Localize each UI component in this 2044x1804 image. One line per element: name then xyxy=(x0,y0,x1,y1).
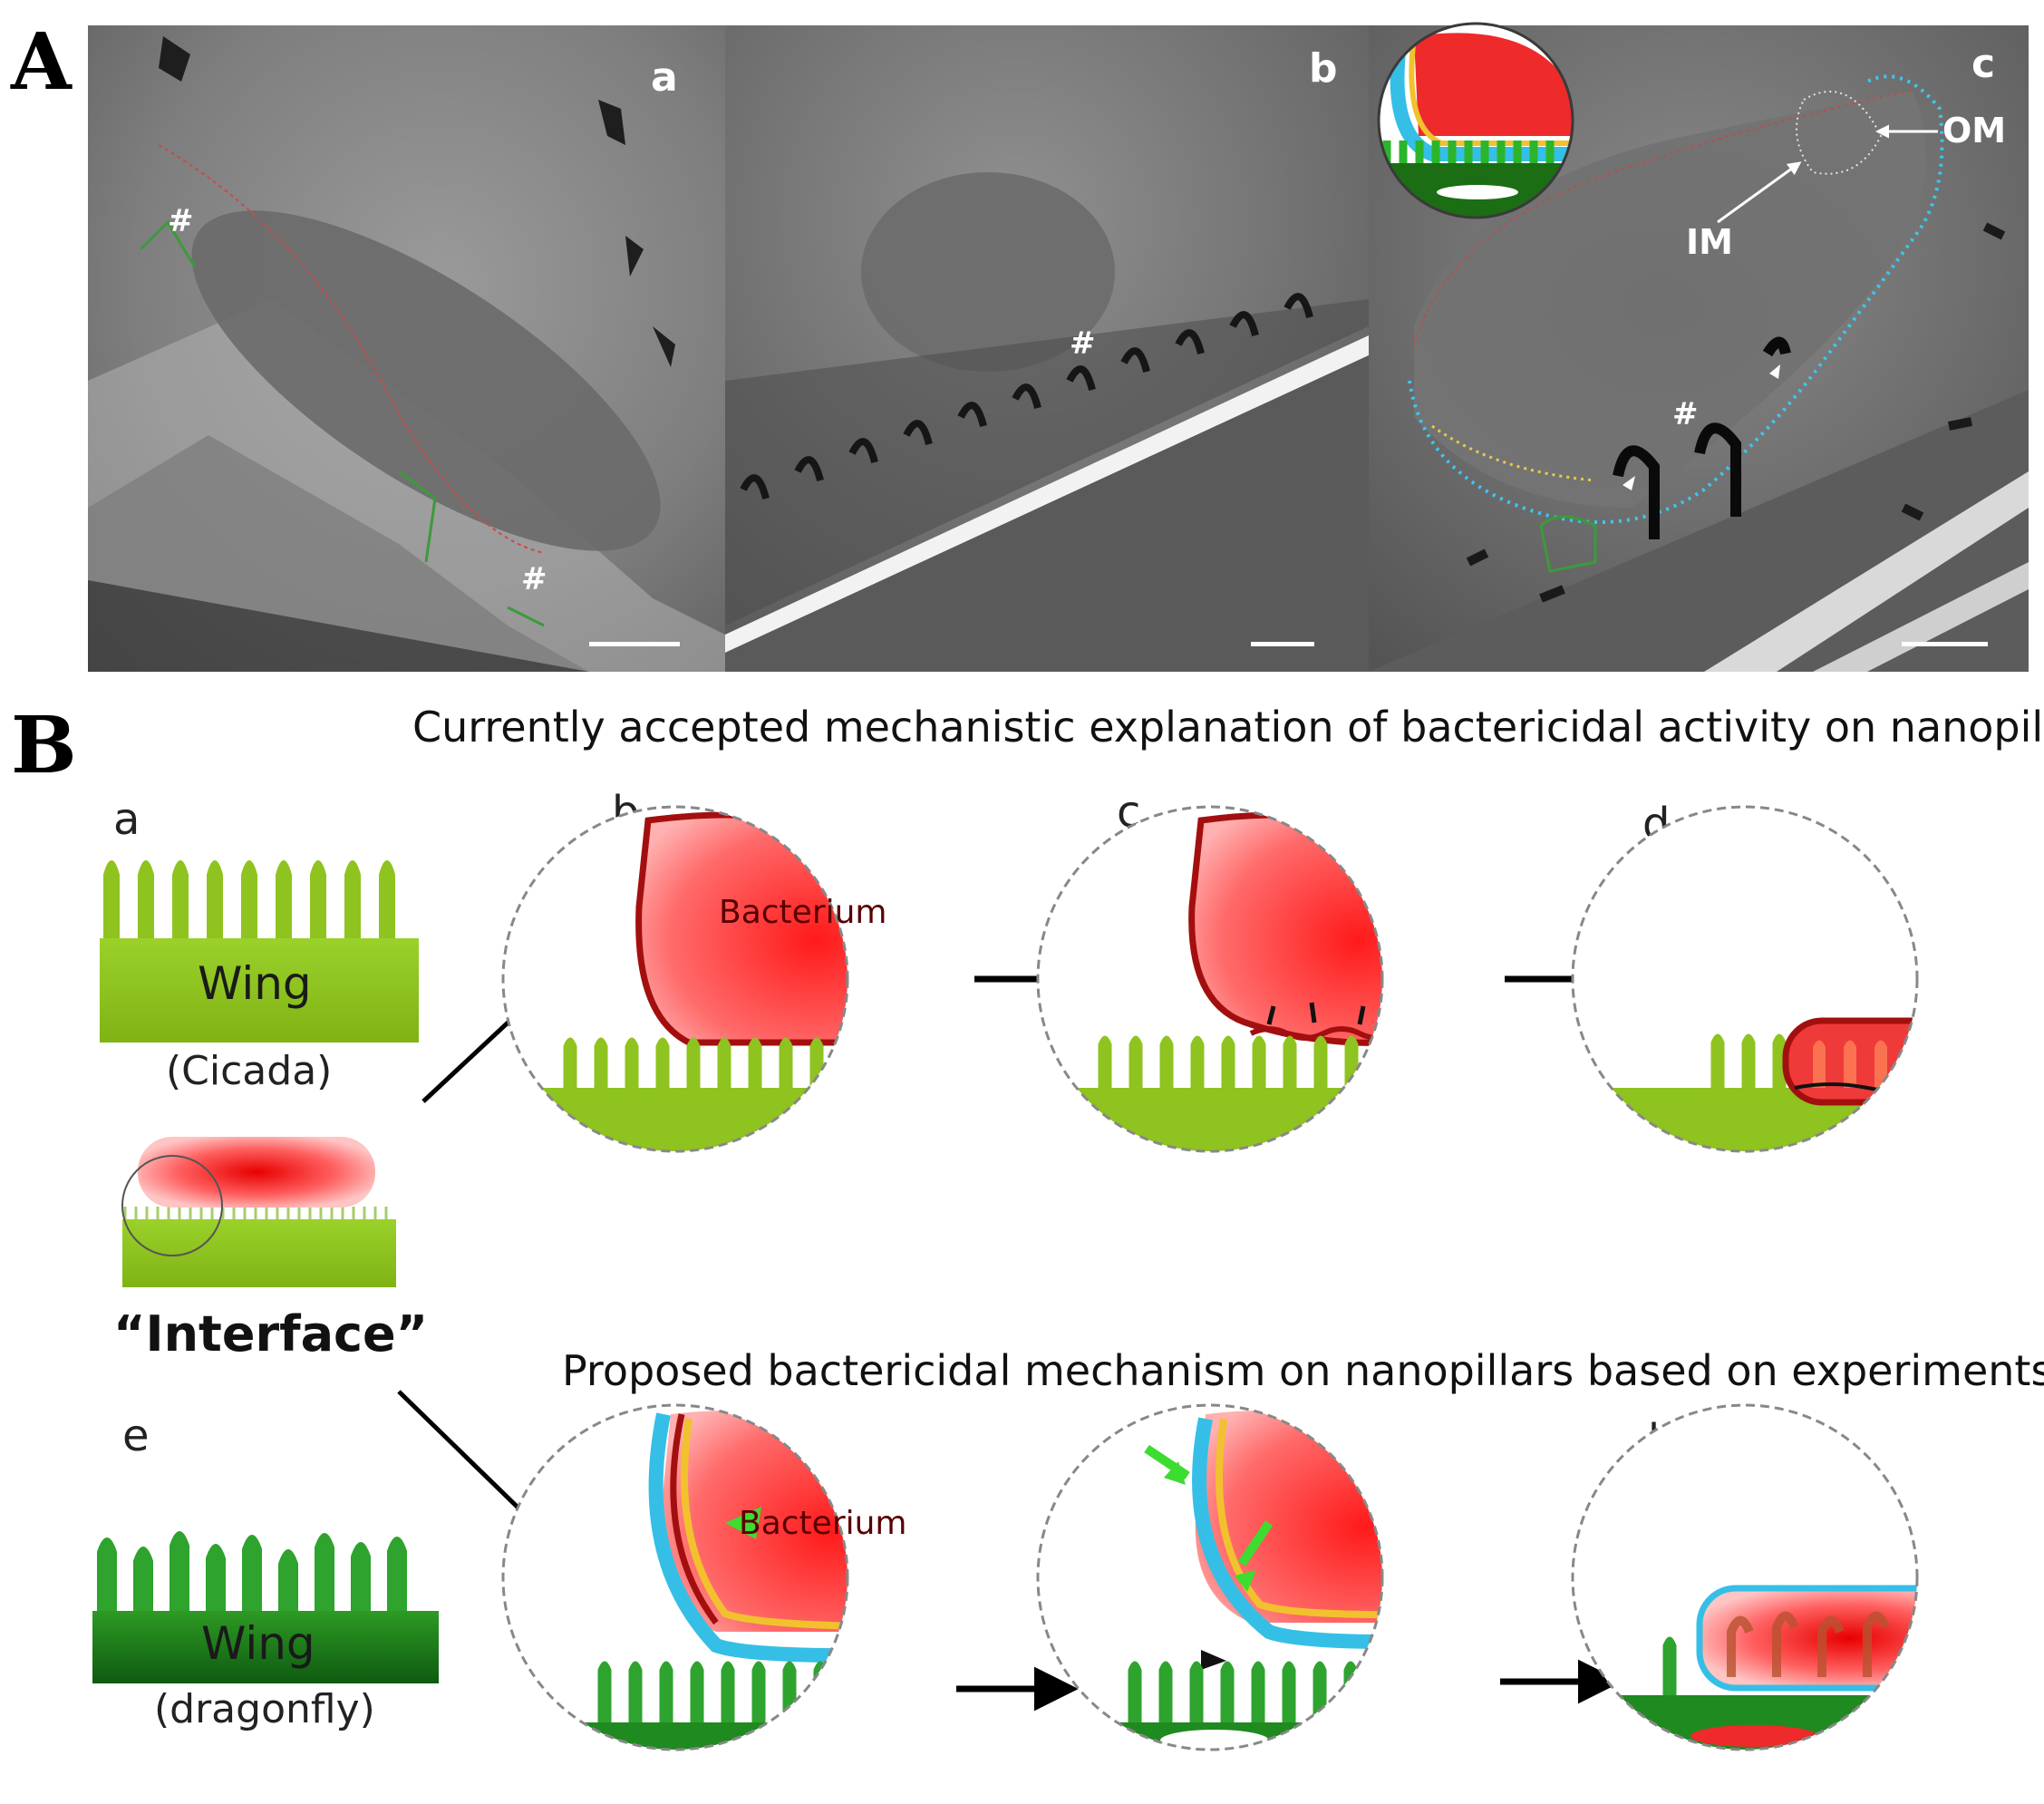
sub-b-a-label: a xyxy=(113,794,140,845)
dragonfly-wing-label: Wing xyxy=(201,1617,315,1670)
em-image-b xyxy=(725,25,1369,672)
circle-g xyxy=(1036,1403,1384,1751)
circle-f xyxy=(501,1403,849,1751)
dragonfly-label: (dragonfly) xyxy=(154,1686,375,1732)
circle-c xyxy=(1036,805,1384,1153)
panel-a-letter: A xyxy=(10,16,73,108)
cicada-wing xyxy=(100,860,419,1043)
heading-currently-accepted: Currently accepted mechanistic explanati… xyxy=(412,703,2044,752)
label-om: OM xyxy=(1942,111,2006,150)
circle-d xyxy=(1571,805,1919,1153)
em-b-label: b xyxy=(1309,45,1338,92)
interface-drawing xyxy=(121,1137,396,1287)
bacterium-label-b: Bacterium xyxy=(719,894,887,931)
dragonfly-wing xyxy=(92,1531,439,1683)
circle-b xyxy=(501,805,849,1153)
em-c-hash: # xyxy=(1672,396,1699,432)
cicada-wing-label: Wing xyxy=(198,957,312,1010)
circle-h xyxy=(1571,1403,1919,1751)
em-a-hash-2: # xyxy=(521,561,547,597)
heading-proposed: Proposed bactericidal mechanism on nanop… xyxy=(562,1346,2044,1395)
em-image-a xyxy=(88,25,725,672)
em-a-label: a xyxy=(651,54,678,101)
interface-label: “Interface” xyxy=(113,1305,428,1363)
panel-b-letter: B xyxy=(11,700,77,791)
sub-b-e-label: e xyxy=(122,1411,150,1461)
em-c-label: c xyxy=(1971,41,1995,87)
bacterium-label-f: Bacterium xyxy=(739,1505,907,1542)
em-b-hash: # xyxy=(1070,325,1096,362)
cicada-label: (Cicada) xyxy=(166,1048,332,1094)
em-a-hash-1: # xyxy=(168,203,194,239)
label-im: IM xyxy=(1686,222,1733,262)
